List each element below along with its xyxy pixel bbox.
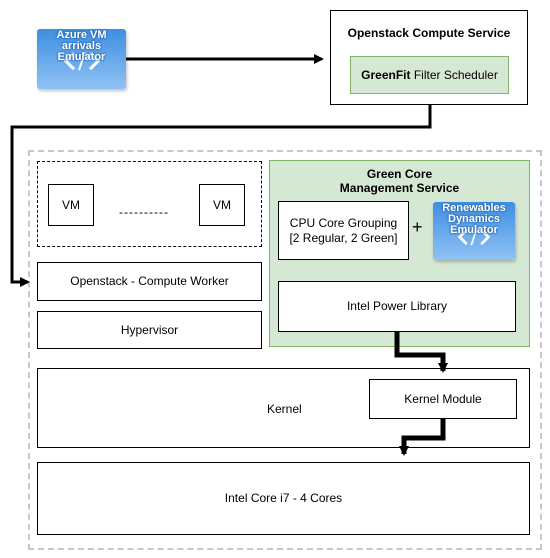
gcm-title: Green Core Management Service [339, 167, 460, 195]
azure-vm-emulator[interactable]: Azure VM arrivals Emulator [37, 29, 126, 89]
kernel-label: Kernel [267, 402, 302, 416]
vm-box-1[interactable]: VM [48, 184, 94, 226]
vm-separator: ---------- [119, 205, 169, 219]
vm-box-2[interactable]: VM [199, 184, 245, 226]
compute-worker[interactable]: Openstack - Compute Worker [37, 262, 262, 301]
hypervisor[interactable]: Hypervisor [37, 311, 262, 349]
code-brackets-icon [63, 51, 100, 71]
plus-sign: + [412, 217, 423, 237]
code-brackets-icon [457, 228, 491, 246]
cpu-grouping-line1: CPU Core Grouping [289, 215, 398, 230]
intel-power-library[interactable]: Intel Power Library [278, 281, 516, 332]
scheduler-name-bold: GreenFit [361, 68, 411, 82]
openstack-compute-service[interactable]: Openstack Compute Service GreenFit Filte… [330, 10, 528, 105]
cpu-grouping-line2: [2 Regular, 2 Green] [289, 230, 398, 245]
scheduler-name-rest: Filter Scheduler [410, 68, 498, 82]
azure-emulator-label: Azure VM arrivals Emulator [56, 29, 107, 63]
intel-core-i7[interactable]: Intel Core i7 - 4 Cores [37, 462, 530, 535]
renewables-emulator-label: Renewables Dynamics Emulator [442, 202, 506, 236]
cpu-core-grouping[interactable]: CPU Core Grouping [2 Regular, 2 Green] [278, 201, 409, 260]
greenfit-filter-scheduler[interactable]: GreenFit Filter Scheduler [350, 56, 509, 94]
renewables-dynamics-emulator[interactable]: Renewables Dynamics Emulator [433, 202, 515, 260]
kernel-module[interactable]: Kernel Module [369, 379, 517, 419]
compute-service-title: Openstack Compute Service [347, 26, 511, 40]
